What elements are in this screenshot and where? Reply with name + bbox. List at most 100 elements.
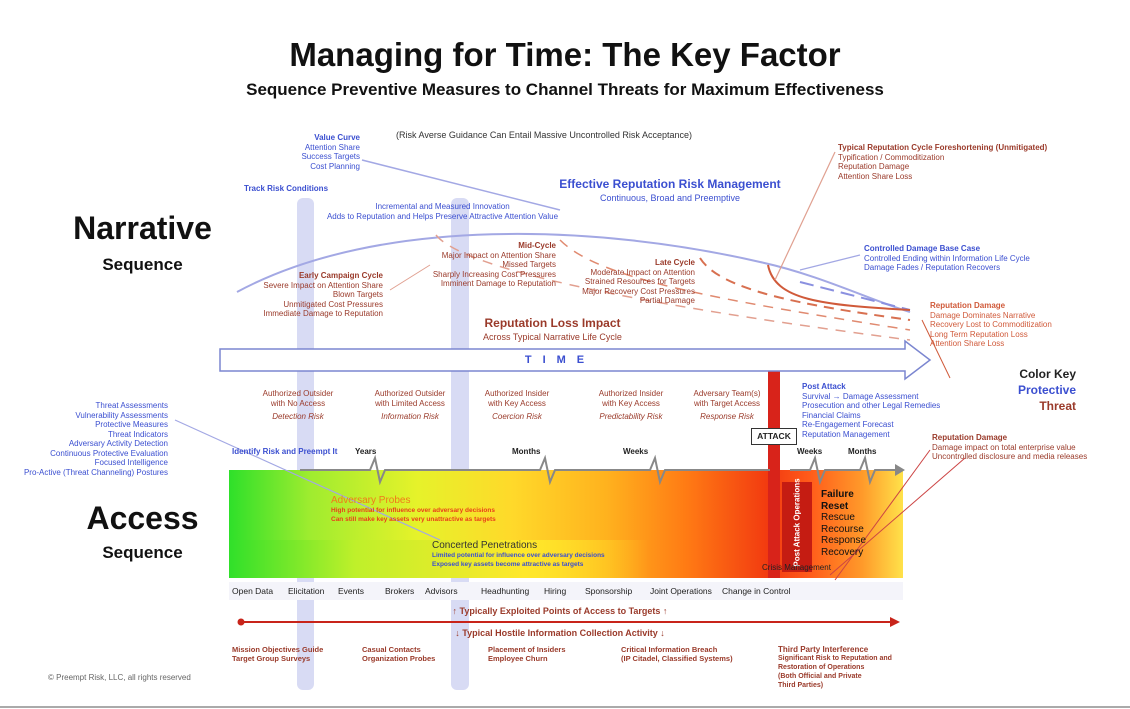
incremental-line: Adds to Reputation and Helps Preserve At… <box>326 211 559 221</box>
access-gradient-lower <box>229 540 649 578</box>
collection-line: Target Group Surveys <box>232 654 311 663</box>
third-party-line: Restoration of Operations <box>778 664 865 671</box>
access-point: Advisors <box>425 586 458 596</box>
reputation-loss-block: Reputation Loss Impact Across Typical Na… <box>450 316 655 342</box>
actor-risk: Information Risk <box>381 412 439 421</box>
threat-list-item: Continuous Protective Evaluation <box>50 448 168 458</box>
actor-column: Authorized Outsider with No Access Detec… <box>248 389 348 422</box>
failure-list: Failure Reset Rescue Recourse Response R… <box>821 489 866 558</box>
color-key-title: Color Key <box>1019 367 1076 381</box>
value-curve-line: Attention Share <box>304 142 360 152</box>
reputation-damage-top-line: Damage Dominates Narrative <box>930 310 1036 320</box>
typical-cycle-line: Reputation Damage <box>838 162 910 171</box>
actor-line: Authorized Insider <box>484 389 550 398</box>
value-curve-block: Value Curve Attention Share Success Targ… <box>260 133 360 171</box>
access-point: Change in Control <box>722 586 791 596</box>
reputation-damage-bottom-line: Uncontrolled disclosure and media releas… <box>932 452 1088 461</box>
color-key-block: Color Key Protective Threat <box>960 366 1076 414</box>
access-point: Open Data <box>232 586 274 596</box>
collection-line: (IP Citadel, Classified Systems) <box>621 654 733 663</box>
post-attack-title: Post Attack <box>802 382 846 391</box>
threat-list-item: Vulnerability Assessments <box>75 410 168 420</box>
crisis-management-label: Crisis Management <box>762 563 831 572</box>
collection-line: Placement of Insiders <box>488 645 566 654</box>
late-cycle-block: Late Cycle Moderate Impact on Attention … <box>560 258 695 306</box>
reputation-damage-top-line: Recovery Lost to Commoditization <box>930 320 1052 329</box>
post-attack-ops-bar <box>782 482 812 572</box>
failure-item: Failure <box>821 489 854 500</box>
typical-cycle-title: Typical Reputation Cycle Foreshortening … <box>838 143 1048 152</box>
mid-cycle-line: Major Impact on Attention Share <box>441 250 556 260</box>
attack-bar <box>768 370 780 578</box>
threat-list-item: Protective Measures <box>95 420 168 429</box>
mid-cycle-line: Imminent Damage to Reputation <box>440 279 556 288</box>
controlled-damage-title: Controlled Damage Base Case <box>864 244 981 253</box>
adversary-probes-line: High potential for influence over advers… <box>331 507 495 514</box>
threat-list-item: Threat Indicators <box>107 429 168 439</box>
reputation-damage-top-title: Reputation Damage <box>930 301 1006 310</box>
early-campaign-line: Blown Targets <box>332 290 383 299</box>
collection-line: Casual Contacts <box>362 645 421 654</box>
actor-line: Authorized Outsider <box>262 389 334 398</box>
actor-column: Authorized Outsider with Limited Access … <box>360 389 460 422</box>
actor-column: Authorized Insider with Key Access Coerc… <box>467 389 567 422</box>
post-attack-line: Re-Engagement Forecast <box>802 420 894 429</box>
reputation-damage-bottom-line: Damage impact on total enterprise value <box>932 442 1076 452</box>
reputation-damage-top-line: Long Term Reputation Loss <box>930 329 1028 339</box>
mid-cycle-block: Mid-Cycle Major Impact on Attention Shar… <box>400 241 556 289</box>
value-curve-title: Value Curve <box>314 133 360 142</box>
post-attack-ops-label: Post Attack Operations <box>792 478 802 567</box>
incremental-line: Incremental and Measured Innovation <box>375 202 510 211</box>
early-campaign-title: Early Campaign Cycle <box>298 271 383 280</box>
early-campaign-line: Immediate Damage to Reputation <box>263 309 383 318</box>
threat-list-item: Focused Intelligence <box>94 458 168 467</box>
access-point: Elicitation <box>288 586 325 596</box>
actor-risk: Predictability Risk <box>599 412 663 421</box>
third-party-block: Third Party Interference Significant Ris… <box>778 645 918 690</box>
controlled-damage-block: Controlled Damage Base Case Controlled E… <box>864 244 1084 273</box>
actor-line: Authorized Insider <box>598 389 664 398</box>
concerted-line: Limited potential for influence over adv… <box>432 552 605 559</box>
early-campaign-block: Early Campaign Cycle Severe Impact on At… <box>230 271 383 319</box>
effective-sub: Continuous, Broad and Preemptive <box>599 193 741 203</box>
access-point: Brokers <box>385 586 415 596</box>
timeline-weeks-post: Weeks <box>797 447 823 456</box>
concerted-line: Exposed key assets become attractive as … <box>432 561 584 568</box>
typical-cycle-line: Typification / Commoditization <box>838 152 945 162</box>
failure-item: Response <box>821 535 867 546</box>
value-curve-line: Cost Planning <box>310 161 360 171</box>
collection-line: Employee Churn <box>488 654 548 663</box>
third-party-line: Third Parties) <box>778 682 824 689</box>
access-point: Sponsorship <box>585 586 633 596</box>
failure-item: Rescue <box>821 512 855 523</box>
narrative-heading: Narrative <box>73 210 212 246</box>
late-cycle-line: Partial Damage <box>639 296 695 305</box>
color-key-protective: Protective <box>1017 383 1076 397</box>
actor-line: with No Access <box>270 398 326 408</box>
reputation-damage-bottom-block: Reputation Damage Damage impact on total… <box>932 433 1122 462</box>
reputation-loss-title: Reputation Loss Impact <box>484 316 621 330</box>
late-cycle-line: Strained Resources for Targets <box>584 277 695 286</box>
effective-title: Effective Reputation Risk Management <box>559 177 781 191</box>
value-curve-line: Success Targets <box>301 152 360 161</box>
copyright: © Preempt Risk, LLC, all rights reserved <box>48 673 191 682</box>
actor-line: with Key Access <box>488 398 546 408</box>
actor-line: with Limited Access <box>375 398 445 408</box>
actor-risk: Response Risk <box>700 412 754 421</box>
third-party-line: Significant Risk to Reputation and <box>778 655 892 662</box>
access-point: Joint Operations <box>650 586 712 596</box>
page-title: Managing for Time: The Key Factor <box>289 36 841 73</box>
collection-line: Organization Probes <box>362 654 436 663</box>
color-key-threat: Threat <box>1039 399 1076 413</box>
threat-list-item: Adversary Activity Detection <box>68 439 168 448</box>
timeline-weeks: Weeks <box>623 447 649 456</box>
hostile-label: ↓ Typical Hostile Information Collection… <box>455 628 665 638</box>
typical-cycle-line: Attention Share Loss <box>838 171 913 181</box>
timeline-months: Months <box>512 447 541 456</box>
failure-item: Recovery <box>821 546 864 558</box>
collection-item: Critical Information Breach (IP Citadel,… <box>621 645 733 663</box>
access-heading: Access <box>86 500 199 536</box>
reputation-loss-sub: Across Typical Narrative Life Cycle <box>483 332 622 342</box>
actor-column: Authorized Insider with Key Access Predi… <box>581 389 681 422</box>
